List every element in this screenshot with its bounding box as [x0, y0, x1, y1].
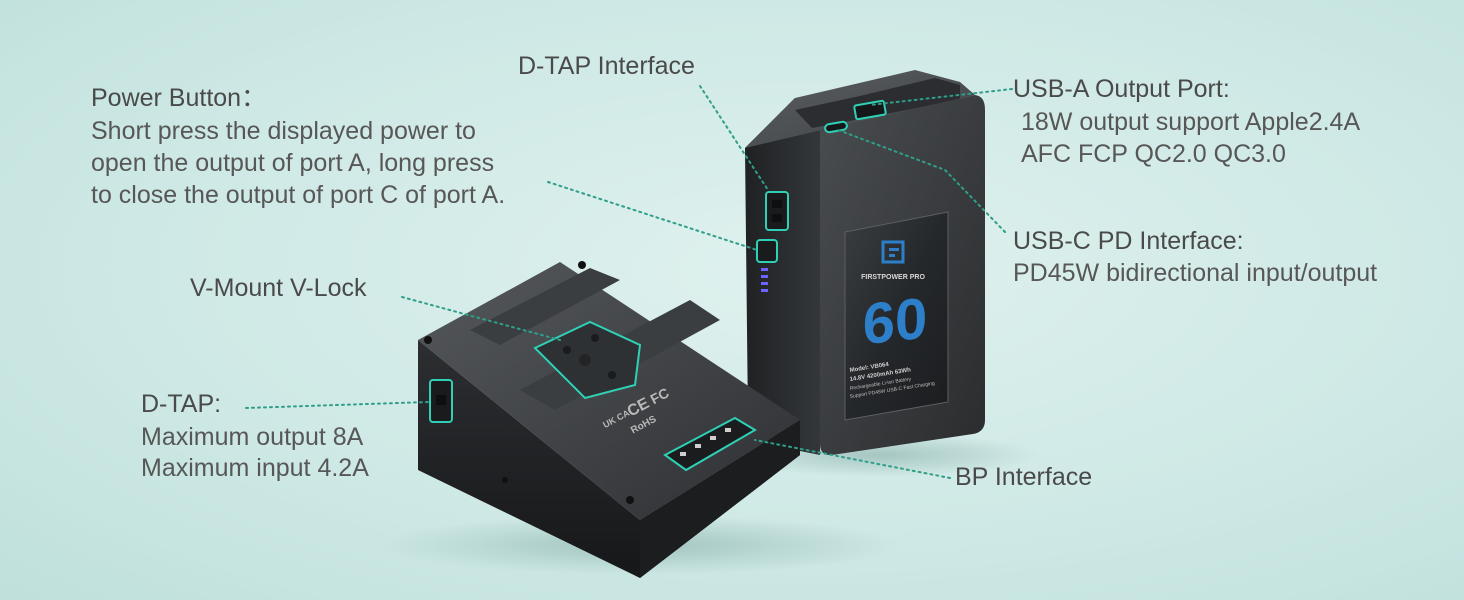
vmount-title: V-Mount V-Lock [190, 274, 367, 302]
usb-a-desc-line: 18W output support Apple2.4A [1021, 108, 1361, 136]
dtap-desc-line: Maximum input 4.2A [141, 454, 369, 482]
power-button-desc-line: to close the output of port C of port A. [91, 181, 506, 209]
dtap-desc-line: Maximum output 8A [141, 423, 364, 451]
usb-a-port [853, 99, 887, 121]
usb-a-desc-line: AFC FCP QC2.0 QC3.0 [1021, 140, 1286, 168]
usb-c-port [824, 120, 848, 134]
power-button-desc-line: Short press the displayed power to [91, 117, 476, 145]
leader-power-button [547, 181, 758, 251]
side-dtap-port [765, 191, 789, 231]
usb-a-title: USB-A Output Port: [1013, 75, 1230, 103]
power-button-title: Power Button： [91, 84, 267, 112]
power-button [756, 239, 778, 263]
leader-usb-c [837, 129, 1006, 233]
leader-dtap-interface [699, 85, 769, 191]
bp-interface-title: BP Interface [955, 463, 1093, 491]
dtap-title: D-TAP: [141, 390, 222, 418]
leader-usb-a [869, 88, 1013, 106]
bp-connector [663, 416, 757, 472]
battery-label-panel [844, 211, 949, 421]
power-button-desc-line: open the output of port A, long press [91, 149, 495, 177]
led-indicator [761, 268, 768, 292]
capacity-number: 60 [863, 286, 927, 358]
usb-c-title: USB-C PD Interface: [1013, 227, 1244, 255]
fc-icon: FC [648, 384, 672, 407]
standing-battery: FIRSTPOWER PRO 60 Model: VB064 14.8V 420… [745, 70, 985, 456]
usb-c-desc-line: PD45W bidirectional input/output [1013, 259, 1378, 287]
leader-dtap [245, 401, 429, 409]
dtap-interface-title: D-TAP Interface [518, 52, 695, 80]
leader-lines [245, 85, 1013, 479]
brand-name: FIRSTPOWER PRO [861, 274, 925, 281]
logo-f-icon [881, 240, 905, 264]
